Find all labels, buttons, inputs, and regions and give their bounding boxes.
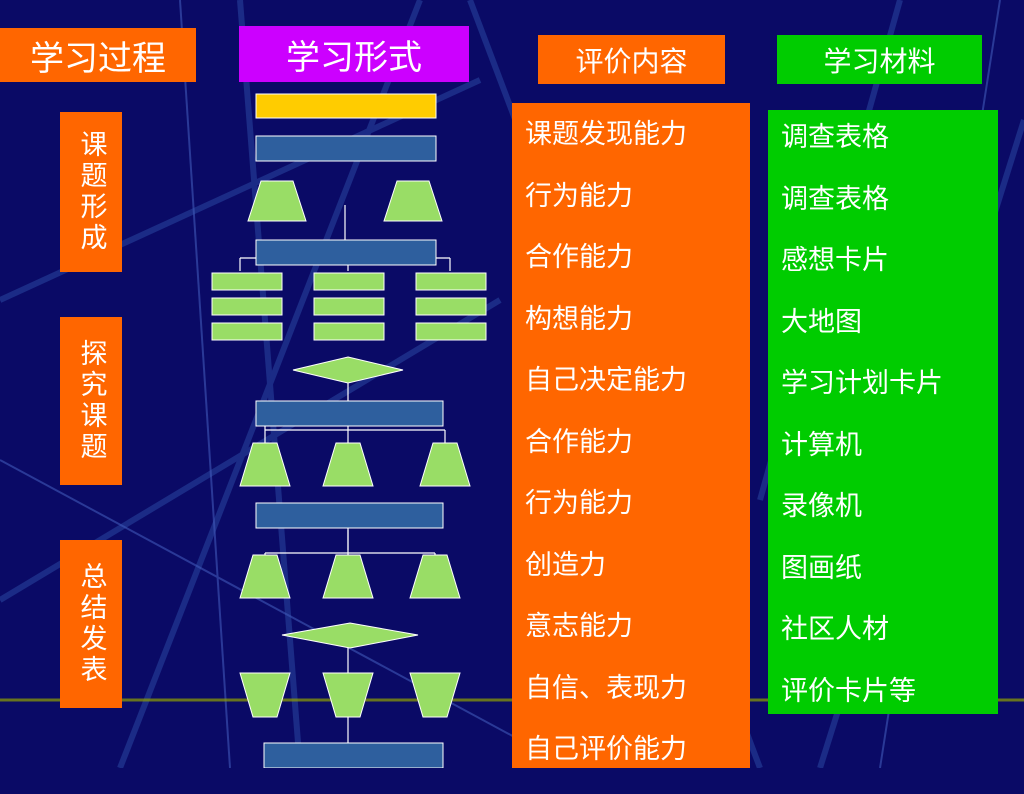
learning-materials-list: 调查表格调查表格感想卡片大地图学习计划卡片计算机录像机图画纸社区人材评价卡片等 [768, 110, 998, 714]
trapezoid-s3-mid [322, 554, 374, 599]
evaluation-item: 自己决定能力 [525, 365, 687, 396]
material-item: 大地图 [781, 306, 862, 338]
green-bar-l2 [211, 297, 283, 316]
green-bar-r3 [415, 322, 487, 341]
diamond-1 [292, 356, 404, 384]
green-bar-m1 [313, 272, 385, 291]
stage-topic-formation: 课题形成 [60, 112, 122, 272]
trapezoid-s3-left [239, 554, 291, 599]
blue-bar-4 [255, 502, 444, 529]
evaluation-item: 行为能力 [525, 180, 633, 212]
stage-summary-presentation: 总结发表 [60, 540, 122, 708]
green-bar-l1 [211, 272, 283, 291]
material-item: 计算机 [781, 429, 862, 461]
stage-label: 总结发表 [75, 562, 107, 686]
evaluation-content-list: 课题发现能力行为能力合作能力构想能力自己决定能力合作能力行为能力创造力意志能力自… [512, 103, 750, 768]
inverted-trapezoid-right [409, 672, 461, 718]
trapezoid-s2-right [419, 442, 471, 487]
material-item: 录像机 [781, 491, 862, 522]
header-learning-process: 学习过程 [0, 28, 196, 82]
green-bar-m2 [313, 297, 385, 316]
trapezoid-s3-right [409, 554, 461, 599]
evaluation-item: 创造力 [525, 549, 606, 581]
green-bar-m3 [313, 322, 385, 341]
evaluation-item: 自己评价能力 [525, 734, 687, 765]
header-learning-form: 学习形式 [239, 26, 469, 82]
material-item: 评价卡片等 [781, 675, 916, 707]
stage-topic-exploration: 探究课题 [60, 317, 122, 485]
learning-form-flowchart [211, 93, 487, 768]
header-learning-materials: 学习材料 [777, 35, 982, 84]
green-bar-r2 [415, 297, 487, 316]
trapezoid-s2-mid [322, 442, 374, 487]
trapezoid-right-1 [383, 180, 443, 222]
material-item: 调查表格 [781, 122, 889, 153]
trapezoid-left-1 [247, 180, 307, 222]
inverted-trapezoid-left [239, 672, 291, 718]
stage-label: 课题形成 [75, 130, 107, 254]
header-evaluation-content: 评价内容 [538, 35, 725, 84]
stage-label: 探究课题 [75, 339, 107, 463]
blue-bar-3 [255, 400, 444, 427]
green-bar-r1 [415, 272, 487, 291]
evaluation-item: 合作能力 [525, 426, 633, 458]
blue-bar-5 [263, 742, 444, 768]
evaluation-item: 课题发现能力 [525, 119, 687, 150]
diamond-2 [281, 622, 419, 649]
material-item: 学习计划卡片 [781, 368, 943, 399]
evaluation-item: 意志能力 [525, 611, 633, 642]
evaluation-item: 行为能力 [525, 488, 633, 519]
yellow-bar [255, 93, 437, 119]
evaluation-item: 自信、表现力 [525, 672, 687, 704]
evaluation-item: 构想能力 [525, 303, 633, 335]
material-item: 调查表格 [781, 183, 889, 215]
trapezoid-s2-left [239, 442, 291, 487]
material-item: 图画纸 [781, 552, 862, 584]
inverted-trapezoid-mid [322, 672, 374, 718]
material-item: 感想卡片 [781, 245, 889, 276]
green-bar-l3 [211, 322, 283, 341]
blue-bar-2 [255, 239, 437, 266]
material-item: 社区人材 [781, 614, 889, 645]
evaluation-item: 合作能力 [525, 242, 633, 273]
blue-bar-1 [255, 135, 437, 162]
